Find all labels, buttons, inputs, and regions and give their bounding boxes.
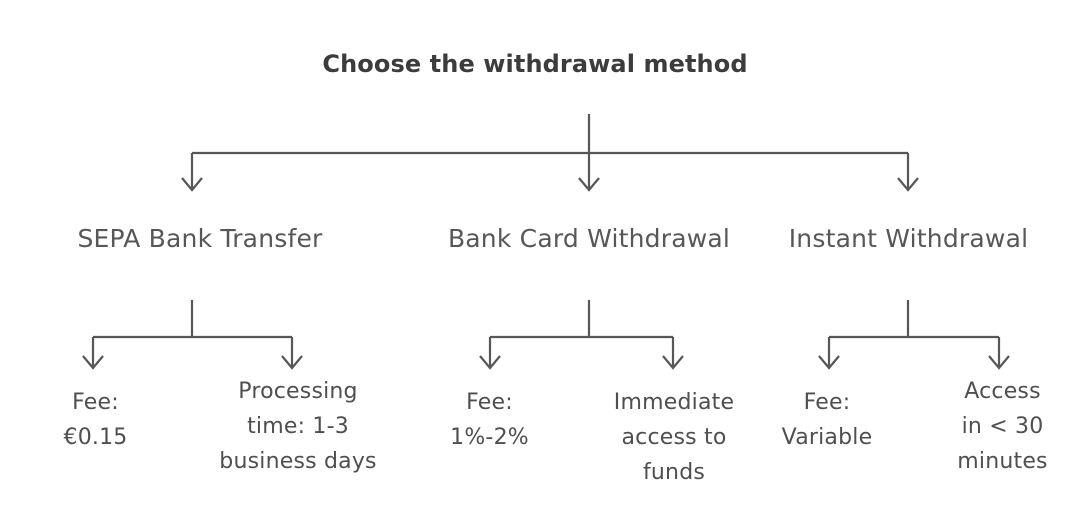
node-sepa-processing-time: Processing time: 1-3 business days [219,379,377,474]
arrowhead-sepa [181,177,203,192]
arrowhead-instant-fee [818,355,840,370]
arrowhead-sepa-time [281,355,303,370]
node-card-access: Immediate access to funds [613,390,735,485]
node-sepa-fee: Fee: €0.15 [63,390,128,450]
node-bank-card-withdrawal: Bank Card Withdrawal [447,224,731,253]
node-sepa-bank-transfer: SEPA Bank Transfer [77,224,323,253]
arrowhead-sepa-fee [82,355,104,370]
arrowhead-instant [897,177,919,192]
node-instant-withdrawal: Instant Withdrawal [788,224,1029,253]
node-instant-access: Access in < 30 minutes [957,379,1048,474]
arrowhead-card-access [662,355,684,370]
arrowhead-instant-access [988,355,1010,370]
node-instant-fee: Fee: Variable [781,390,873,450]
diagram-title: Choose the withdrawal method [322,50,748,78]
arrowhead-card-fee [479,355,501,370]
arrowhead-card [578,177,600,192]
node-card-fee: Fee: 1%-2% [450,390,529,450]
